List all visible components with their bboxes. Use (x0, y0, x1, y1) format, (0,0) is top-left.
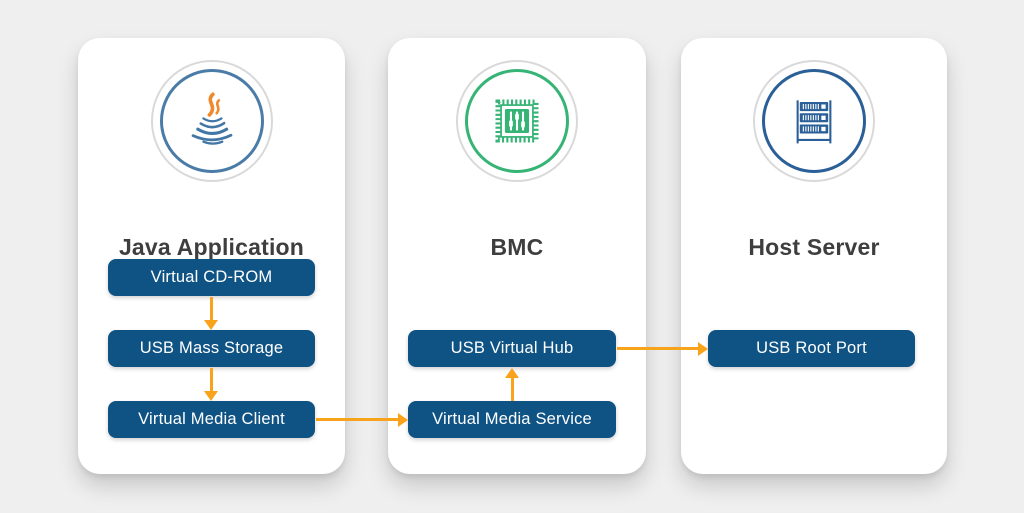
arrow-shaft (316, 418, 399, 421)
panel-title-host-server: Host Server (748, 234, 880, 260)
bmc-icon-ring (465, 69, 569, 173)
panel-java-application: Java Application Virtual CD-ROM USB Mass… (78, 38, 345, 474)
arrow-shaft (617, 347, 699, 350)
node-virtual-media-service: Virtual Media Service (408, 401, 616, 438)
server-rack-icon (796, 100, 832, 144)
panel-bmc: BMC USB Virtual Hub Virtual Media Servic… (388, 38, 646, 474)
arrow-virtual-media-client-to-virtual-media-service (316, 412, 408, 427)
host-server-icon-ring (762, 69, 866, 173)
arrow-head-down-icon (204, 320, 218, 330)
host-server-icon-badge (753, 60, 875, 182)
arrow-head-down-icon (204, 391, 218, 401)
node-usb-virtual-hub: USB Virtual Hub (408, 330, 616, 367)
arrow-usb-virtual-hub-to-usb-root-port (617, 341, 708, 356)
arrow-virtual-cdrom-to-usb-mass-storage (204, 297, 218, 330)
java-icon-ring (159, 69, 264, 173)
arrow-head-up-icon (505, 368, 519, 378)
java-icon-badge (150, 60, 273, 182)
node-usb-mass-storage: USB Mass Storage (108, 330, 315, 367)
node-usb-root-port: USB Root Port (708, 330, 915, 367)
arrow-shaft (209, 368, 213, 392)
node-virtual-media-client: Virtual Media Client (108, 401, 315, 438)
arrow-head-right-icon (698, 341, 708, 356)
panel-title-bmc: BMC (490, 234, 544, 260)
arrow-virtual-media-service-to-usb-virtual-hub (505, 368, 519, 401)
arrow-shaft (510, 377, 514, 401)
bmc-icon-badge (456, 60, 578, 182)
java-logo-icon (191, 92, 232, 145)
node-virtual-cd-rom: Virtual CD-ROM (108, 259, 315, 296)
panel-host-server: Host Server USB Root Port (681, 38, 947, 474)
arrow-usb-mass-storage-to-virtual-media-client (204, 368, 218, 401)
arrow-head-right-icon (398, 412, 408, 427)
arrow-shaft (209, 297, 213, 321)
bmc-chip-icon (495, 99, 539, 143)
panel-title-java-application: Java Application (118, 234, 305, 260)
